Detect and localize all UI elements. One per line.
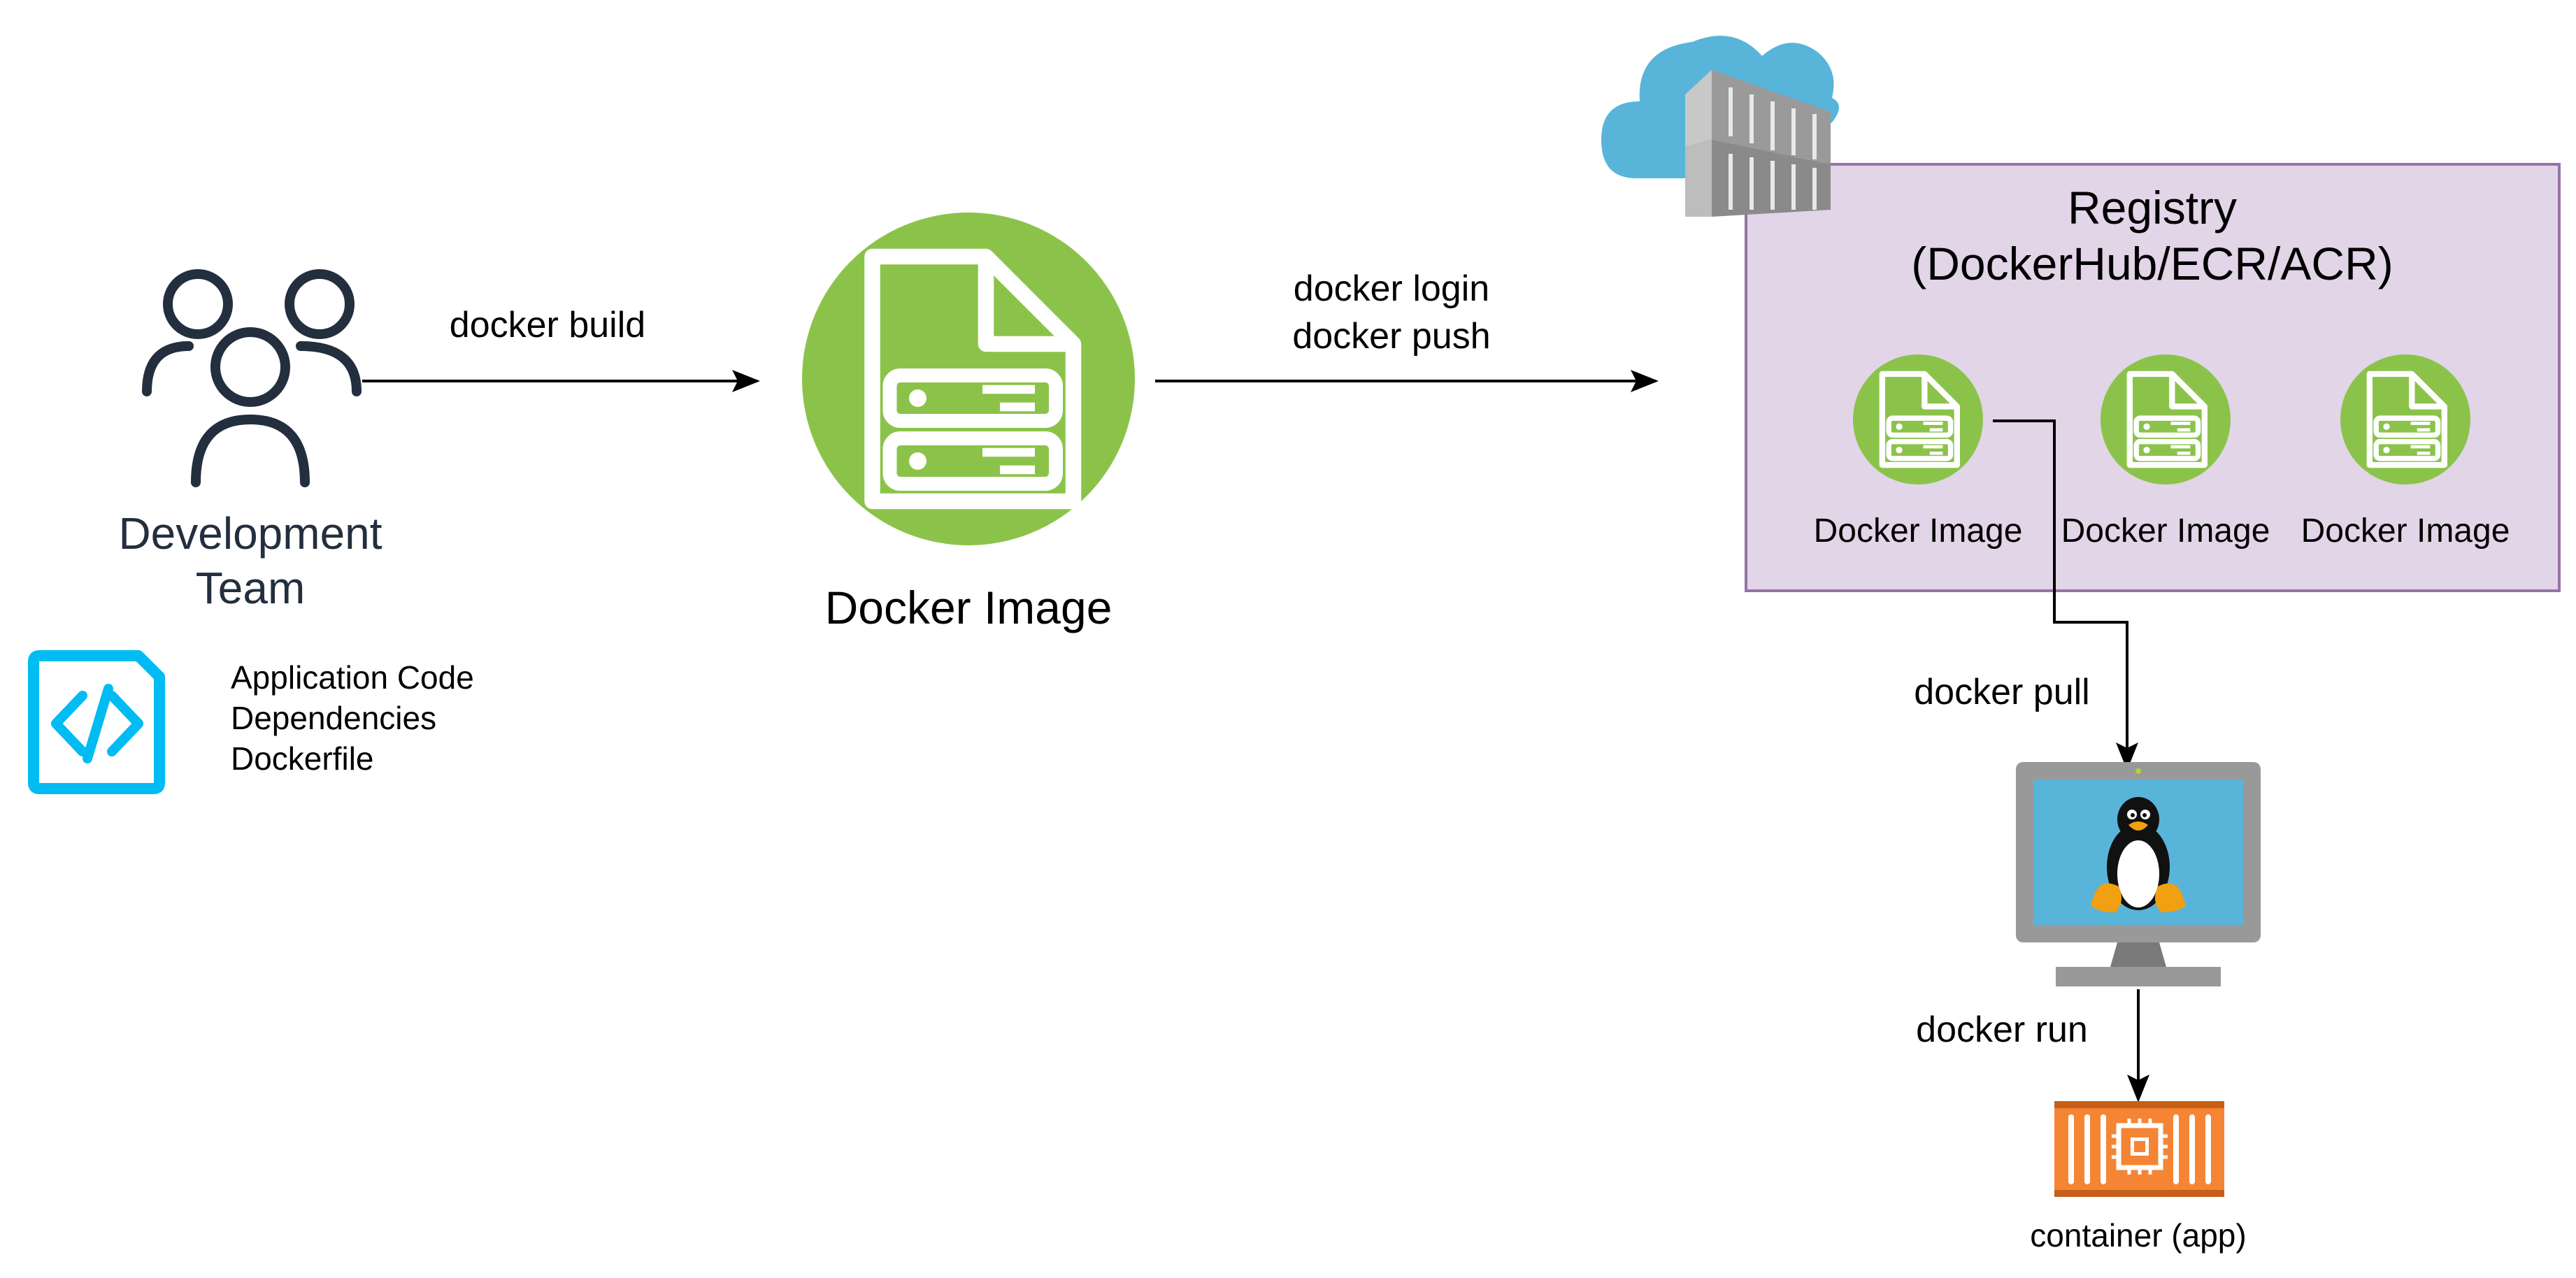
source-item-dockerfile: Dockerfile [231,740,374,777]
users-group-icon [142,269,362,487]
code-file-icon [28,650,165,794]
team-label-line2: Team [196,563,306,613]
registry-image-icon [2340,354,2470,484]
registry-image-label: Docker Image [2061,512,2270,550]
registry-image-label: Docker Image [2301,512,2510,550]
docker-image-icon [802,213,1135,545]
source-item-dependencies: Dependencies [231,700,436,736]
pull-arrow [1993,419,2138,770]
container-registry-cloud-icon [1601,36,1839,217]
container-chip-icon [2054,1101,2224,1197]
registry-image-label: Docker Image [1814,512,2023,550]
docker-image-label: Docker Image [825,582,1112,633]
source-item-app-code: Application Code [231,659,474,696]
push-step-label: docker push [1292,316,1490,357]
registry-title-line2: (DockerHub/ECR/ACR) [1911,238,2393,289]
container-label: container (app) [2030,1217,2246,1254]
registry-image-icon [1853,354,1983,484]
build-step-label: docker build [450,305,645,345]
run-step-label: docker run [1916,1010,2088,1050]
linux-vm-icon [2016,762,2261,986]
registry-title-line1: Registry [2068,182,2237,234]
registry-image-icon [2101,354,2231,484]
pull-step-label: docker pull [1914,672,2089,712]
team-label-line1: Development [118,508,382,559]
login-step-label: docker login [1294,268,1489,309]
